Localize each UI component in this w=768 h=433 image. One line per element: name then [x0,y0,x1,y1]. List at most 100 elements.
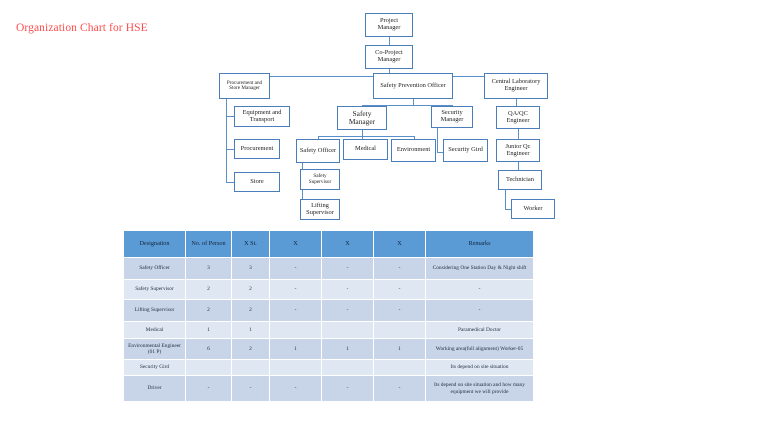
org-node-store[interactable]: Store [234,172,280,192]
connector-copm-stem [389,69,390,76]
table-row: Security Gird Its depend on site situati… [123,359,534,376]
connector-spo-stem [413,99,414,105]
column-header-x-2[interactable]: X [321,230,374,258]
cell-designation: Environmental Engineer (01 P) [123,338,186,360]
cell-x-2: - [321,257,374,280]
cell-x-2: 1 [321,338,374,360]
org-node-worker[interactable]: Worker [511,199,555,219]
connector-cle-to-qaqc [516,99,517,111]
cell-x-st: 3 [231,257,270,280]
org-node-safety-supervisor[interactable]: Safety Supervisor [300,169,340,190]
cell-x-3: - [373,375,426,402]
cell-no-of-person [185,359,232,376]
cell-no-of-person: - [185,375,232,402]
table-row: Lifting Supervisor 2 2 - - - - [123,299,534,322]
org-node-co-project-manager[interactable]: Co-Project Manager [365,45,413,69]
cell-no-of-person: 2 [185,299,232,322]
cell-x-st: - [231,375,270,402]
org-node-central-laboratory-engineer[interactable]: Central Laboratory Engineer [484,73,548,99]
org-node-safety-manager[interactable]: Safety Manager [337,106,387,130]
org-node-procurement[interactable]: Procurement [234,139,280,159]
connector-procstore-to-store [226,182,234,183]
cell-remarks: Working area(full alignment) Worker-05 [425,338,534,360]
cell-x-2: - [321,279,374,300]
cell-no-of-person: 3 [185,257,232,280]
cell-remarks: - [425,299,534,322]
org-node-junior-qc-engineer[interactable]: Junior Qc Engineer [496,139,540,162]
cell-x-st: 1 [231,321,270,339]
table-header-row: Designation No. of Person X St. X X X Re… [123,230,534,258]
table-row: Medical 1 1 Paramedical Doctor [123,321,534,339]
cell-x-1: - [269,257,322,280]
org-node-security-manager[interactable]: Security Manager [431,106,473,128]
column-header-remarks[interactable]: Remarks [425,230,534,258]
cell-x-1: - [269,375,322,402]
connector-pm-copm [389,37,390,45]
column-header-x-3[interactable]: X [373,230,426,258]
org-node-safety-officer[interactable]: Safety Officer [296,139,340,163]
org-node-qa-qc-engineer[interactable]: QA/QC Engineer [496,106,540,129]
cell-x-3: - [373,257,426,280]
connector-procstore-to-equipment [226,116,234,117]
connector-qaqc-to-junior [518,129,519,143]
cell-designation: Safety Officer [123,257,186,280]
staff-requirement-table: Designation No. of Person X St. X X X Re… [123,230,534,402]
org-node-environment[interactable]: Environment [391,139,436,162]
table-row: Driver - - - - - Its depend on site situ… [123,375,534,402]
cell-x-1 [269,359,322,376]
column-header-no-of-person[interactable]: No. of Person [185,230,232,258]
connector-technician-spine [505,190,506,210]
connector-technician-to-worker [505,209,511,210]
connector-procstore-spine [226,99,227,183]
cell-designation: Medical [123,321,186,339]
org-node-safety-prevention-officer[interactable]: Safety Prevention Officer [373,73,453,99]
org-node-medical[interactable]: Medical [343,139,388,160]
table-row: Safety Officer 3 3 - - - Considering One… [123,257,534,280]
cell-remarks: Considering One Station Day & Night shif… [425,257,534,280]
connector-procstore-to-procurement [226,149,234,150]
cell-designation: Driver [123,375,186,402]
connector-junior-to-technician [518,162,519,173]
cell-no-of-person: 6 [185,338,232,360]
cell-x-2: - [321,375,374,402]
cell-remarks: Its depend on site situation [425,359,534,376]
column-header-x-st[interactable]: X St. [231,230,270,258]
column-header-designation[interactable]: Designation [123,230,186,258]
cell-remarks: Paramedical Doctor [425,321,534,339]
org-node-project-manager[interactable]: Project Manager [365,13,413,37]
cell-x-3 [373,359,426,376]
cell-x-2: - [321,299,374,322]
cell-x-1: - [269,299,322,322]
cell-x-3: - [373,299,426,322]
cell-x-3: - [373,279,426,300]
cell-x-st: 2 [231,279,270,300]
cell-x-3: 1 [373,338,426,360]
cell-x-3 [373,321,426,339]
cell-x-1: - [269,279,322,300]
cell-remarks: Its depend on site situation and how man… [425,375,534,402]
cell-x-st: 2 [231,299,270,322]
table-row: Safety Supervisor 2 2 - - - - [123,279,534,300]
cell-x-2 [321,359,374,376]
cell-x-1 [269,321,322,339]
cell-x-st: 2 [231,338,270,360]
org-node-technician[interactable]: Technician [498,170,542,190]
org-node-procurement-and-store-manager[interactable]: Procurement and Store Manager [219,73,270,99]
org-node-equipment-and-transport[interactable]: Equipment and Transport [234,106,290,127]
cell-x-st [231,359,270,376]
cell-x-1: 1 [269,338,322,360]
org-node-lifting-supervisor[interactable]: Lifting Supervisor [300,199,340,220]
cell-designation: Safety Supervisor [123,279,186,300]
page-title: Organization Chart for HSE [16,22,148,34]
column-header-x-1[interactable]: X [269,230,322,258]
connector-secmgr-to-gird [437,152,443,153]
connector-sm-stem [362,130,363,136]
cell-designation: Lifting Supervisor [123,299,186,322]
organization-chart: Project Manager Co-Project Manager Procu… [219,13,555,220]
connector-secmgr-spine [437,128,438,153]
connector-spo-bus [362,105,452,106]
cell-designation: Security Gird [123,359,186,376]
cell-remarks: - [425,279,534,300]
org-node-security-gird[interactable]: Security Gird [443,139,488,162]
cell-x-2 [321,321,374,339]
